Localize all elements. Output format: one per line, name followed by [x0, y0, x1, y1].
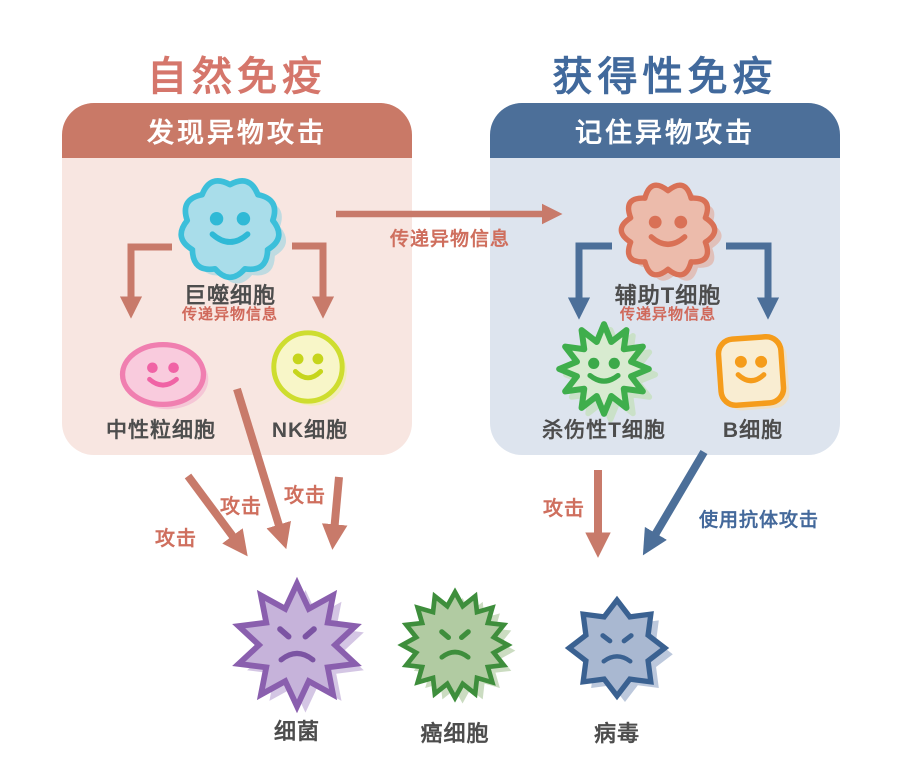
helper-t-cell-icon — [618, 182, 722, 281]
cancer-cell-icon — [397, 587, 516, 704]
innate-immunity-title: 自然免疫 — [147, 55, 327, 99]
adaptive-panel-header: 记住异物攻击 — [490, 103, 840, 158]
b-cell-label: B细胞 — [722, 419, 784, 442]
macrophage-label: 巨噬细胞 — [183, 283, 276, 308]
neutrophil-icon — [119, 341, 209, 410]
virus-icon — [564, 595, 673, 703]
killer-t-cell-icon — [556, 321, 659, 423]
neutrophil-label: 中性粒细胞 — [106, 419, 216, 442]
transfer-info-label: 传递异物信息 — [389, 229, 510, 250]
macrophage-icon — [178, 178, 287, 284]
adaptive-immunity-title: 获得性免疫 — [552, 55, 778, 99]
attack-label-neutrophil: 攻击 — [155, 528, 197, 550]
attack-label-nk: 攻击 — [284, 485, 326, 507]
cancer-cell-label: 癌细胞 — [420, 721, 490, 746]
helper-t-cell-sublabel: 传递异物信息 — [619, 306, 716, 323]
bacteria-icon — [232, 576, 364, 714]
bacteria-label: 细菌 — [273, 719, 320, 744]
antibody-attack-label: 使用抗体攻击 — [698, 510, 819, 531]
nk-cell-label: NK细胞 — [271, 419, 349, 442]
killer-t-cell-label: 杀伤性T细胞 — [542, 419, 666, 442]
nk-cell-icon — [271, 330, 347, 406]
innate-panel-header: 发现异物攻击 — [62, 103, 412, 158]
virus-label: 病毒 — [593, 721, 640, 746]
attack-label-macrophage: 攻击 — [220, 496, 262, 518]
b-cell-icon — [715, 334, 790, 411]
macrophage-sublabel: 传递异物信息 — [181, 306, 278, 323]
helper-t-cell-label: 辅助T细胞 — [614, 283, 722, 308]
attack-label-killer-t: 攻击 — [543, 498, 585, 520]
